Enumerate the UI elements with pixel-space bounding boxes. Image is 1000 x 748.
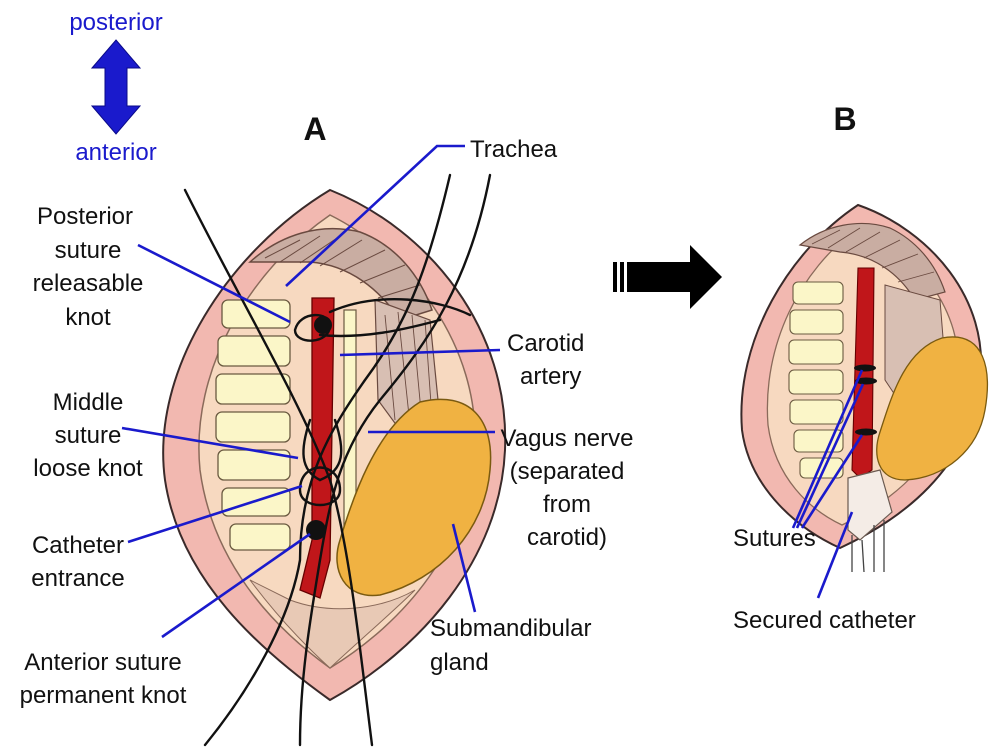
submandibular-gland-a [336, 398, 492, 597]
trachea-label: Trachea [470, 136, 558, 163]
vagus-nerve-label-line1: Vagus nerve [501, 425, 634, 452]
carotid-artery-leader [339, 348, 501, 357]
trachea-rings-a [215, 299, 291, 551]
carotid-artery-label-line1: Carotid [507, 330, 584, 357]
anterior-suture-leader [161, 532, 311, 639]
panel-a-illustration [162, 173, 507, 747]
anterior-knot [306, 520, 326, 540]
carotid-artery-label-line2: artery [520, 363, 581, 390]
vagus-nerve-label-line3: from [543, 491, 591, 518]
posterior-knot [314, 316, 332, 334]
middle-suture-label-line3: loose knot [33, 455, 143, 482]
double-arrow-icon [90, 39, 142, 135]
panel-a-leaders [121, 144, 501, 639]
anterior-label: anterior [75, 139, 156, 166]
submandibular-gland-b [876, 336, 988, 481]
submandibular-gland-leader [451, 523, 477, 613]
secured-catheter-leader [816, 511, 854, 599]
anterior-suture-label-line2: permanent knot [20, 682, 187, 709]
orientation-indicator: posterior anterior [69, 9, 162, 166]
submandibular-gland-label-line2: gland [430, 649, 489, 676]
panel-a-labels: Trachea Posterior suture releasable knot… [20, 136, 634, 709]
secured-catheter-label: Secured catheter [733, 607, 916, 634]
sutures-a [183, 173, 492, 747]
posterior-label: posterior [69, 9, 162, 36]
trachea-rings-b [788, 281, 844, 479]
vagus-nerve-label-line4: carotid) [527, 524, 607, 551]
middle-suture-label-line2: suture [55, 422, 122, 449]
catheter-entrance-leader [127, 484, 303, 544]
transition-arrow-icon [613, 245, 722, 309]
panel-b-labels: Sutures Secured catheter [733, 525, 916, 634]
sutures-leader-1 [791, 369, 864, 529]
anterior-suture-label-line1: Anterior suture [24, 649, 181, 676]
sutures-b [854, 364, 877, 436]
posterior-suture-label-line1: Posterior [37, 203, 133, 230]
submandibular-gland-label-line1: Submandibular [430, 615, 591, 642]
panel-a-title: A [303, 111, 326, 147]
sutures-leader-2 [795, 383, 865, 529]
middle-suture-label-line1: Middle [53, 389, 124, 416]
posterior-suture-label-line4: knot [65, 304, 111, 331]
posterior-suture-leader [137, 243, 291, 324]
posterior-suture-label-line2: suture [55, 237, 122, 264]
catheter-entrance-label-line2: entrance [31, 565, 124, 592]
middle-suture-leader [121, 426, 299, 460]
vagus-nerve-label-line2: (separated [510, 458, 625, 485]
sutures-leader-3 [800, 434, 864, 529]
panel-b-title: B [833, 101, 856, 137]
lower-tissue-a [249, 579, 416, 669]
sutures-label: Sutures [733, 525, 816, 552]
catheter-tubing-b [851, 520, 885, 573]
panel-b-illustration [740, 203, 988, 573]
panel-b-leaders [791, 369, 865, 599]
trachea-leader [285, 144, 465, 287]
posterior-suture-label-line3: releasable [33, 270, 144, 297]
catheter-entrance-label-line1: Catheter [32, 532, 124, 559]
